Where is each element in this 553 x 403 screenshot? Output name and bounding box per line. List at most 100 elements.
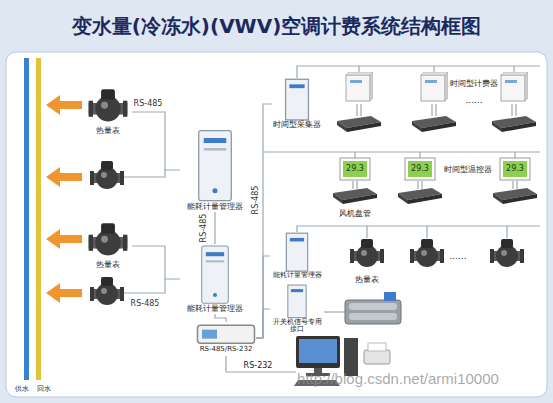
cabinet-slot	[206, 260, 224, 262]
supply-pipe	[24, 58, 29, 380]
wire	[324, 311, 345, 312]
cabinet-led	[213, 293, 217, 297]
cabinet-stripe	[289, 84, 304, 88]
chiller-body	[345, 300, 401, 324]
thermostat-screen	[503, 161, 527, 177]
cabinet	[199, 131, 232, 201]
node-label: 能耗计量管理器	[187, 203, 243, 212]
converter-case	[198, 325, 255, 343]
heat-meter	[88, 223, 127, 255]
screen	[299, 339, 337, 363]
cabinet	[286, 79, 309, 120]
device-node: 能耗计量管理器	[270, 232, 324, 280]
node-label: 时间型采集器	[273, 121, 321, 130]
bus-connector	[214, 212, 215, 244]
flow-arrow	[46, 95, 82, 115]
cabinet-slot	[204, 148, 227, 151]
chiller-cylinder	[349, 303, 397, 310]
device-node: 能耗计量管理器	[180, 244, 250, 314]
bus-connector	[132, 112, 180, 170]
double-wire	[353, 181, 517, 189]
thermostats	[340, 158, 530, 180]
meter-icon	[84, 222, 132, 261]
heat-meter	[350, 239, 384, 267]
edge-label: RS-485	[200, 214, 208, 243]
annotation: 风机盘管	[339, 210, 371, 218]
monitor	[296, 336, 340, 368]
chiller-cylinder	[349, 313, 397, 320]
device-node: 开关机信号专用接口	[270, 284, 324, 334]
bus-connector	[215, 314, 226, 322]
node-label: 能耗计量管理器	[273, 272, 322, 280]
bracket-line	[263, 151, 540, 152]
title: 变水量(冷冻水)(VWV)空调计费系统结构框图	[0, 14, 553, 38]
double-wire	[357, 104, 516, 116]
device-node: 时间型采集器	[272, 78, 322, 130]
cabinet-led	[212, 188, 217, 193]
device-node: 能耗计量管理器	[180, 128, 250, 212]
printer	[364, 350, 390, 364]
billing-unit	[346, 72, 373, 101]
panel	[6, 52, 547, 397]
fan-coil	[337, 116, 381, 132]
edge-label: RS-485	[131, 300, 160, 308]
cabinet	[202, 246, 229, 303]
annotation: ......	[465, 96, 482, 105]
annotation: RS-232	[244, 362, 273, 370]
cabinet	[286, 233, 307, 271]
fan-coil	[333, 188, 377, 204]
annotation: 29.3	[346, 165, 364, 173]
annotation: ......	[449, 252, 466, 261]
bracket-line	[297, 226, 540, 232]
flow-arrow	[46, 229, 82, 249]
cabinet-stripe	[204, 138, 227, 143]
chiller-panel	[384, 292, 396, 301]
edge-label: RS-485	[252, 186, 260, 215]
bus-connector	[256, 104, 272, 338]
heat-meter-node: 热量表	[84, 88, 132, 136]
return-pipe	[36, 58, 41, 380]
manager-icon	[180, 244, 250, 305]
cabinet	[288, 285, 306, 318]
fan-coil	[493, 188, 537, 204]
converter-port	[202, 330, 217, 339]
node-label: RS-485/RS-232	[200, 346, 253, 354]
annotation: 29.3	[411, 165, 429, 173]
thermostat	[405, 158, 435, 180]
cabinet-stripe	[206, 252, 224, 256]
heat-meter	[410, 239, 444, 267]
fan-coil	[398, 188, 442, 204]
converter-node: RS-485/RS-232	[196, 322, 256, 354]
bracket-drop	[367, 226, 507, 238]
heat-meter	[490, 239, 524, 267]
node-label: 热量表	[96, 127, 120, 136]
fan-coil	[412, 116, 456, 132]
bus-connector	[256, 309, 270, 338]
thermostat-screen	[408, 161, 432, 177]
wires	[124, 66, 540, 372]
thermostat	[500, 158, 530, 180]
converter-icon	[196, 322, 256, 346]
thermostat-screen	[343, 161, 367, 177]
billing-unit	[501, 72, 528, 101]
cabinet-stripe	[291, 289, 303, 292]
annotation: 热量表	[355, 276, 379, 284]
manager-icon	[180, 128, 250, 203]
heat-meter	[90, 277, 124, 305]
thermostat	[340, 158, 370, 180]
heat-meter-node: 热量表	[84, 222, 132, 270]
cabinet-stripe	[290, 238, 304, 242]
node-label: 开关机信号专用接口	[270, 319, 324, 334]
annotation: 时间型温控器	[444, 166, 492, 174]
heat-meter	[88, 89, 127, 121]
annotation: 时间型计费器	[450, 80, 498, 88]
watermark: http://blog.csdn.net/armi10000	[297, 371, 499, 386]
chiller	[345, 292, 401, 324]
annotation: 29.3	[506, 165, 524, 173]
bus-connector	[132, 246, 180, 279]
box-icon	[270, 232, 324, 272]
